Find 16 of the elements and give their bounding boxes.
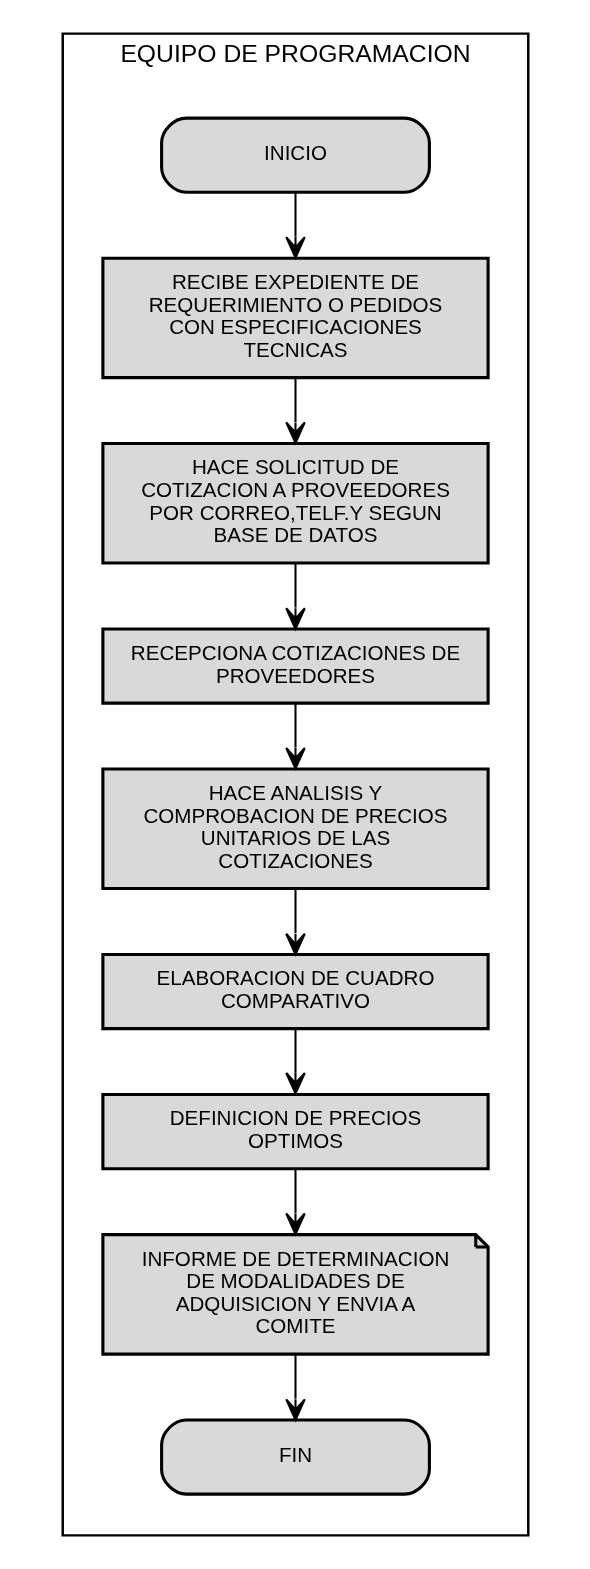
node-box: INICIO [159,116,431,194]
arrow [284,1354,306,1421]
node-box: DEFINICION DE PRECIOS OPTIMOS [100,1093,490,1171]
node-box: HACE ANALISIS Y COMPROBACION DE PRECIOS UNITARIOS DE LAS COTIZACIONES [100,767,490,891]
arrow [284,889,306,956]
node-box: RECIBE EXPEDIENTE DE REQUERIMIENTO O PEDIDOS CON ESPECIFICACIONES TECNICAS [100,256,490,380]
arrow [284,703,306,770]
node-box: RECEPCIONA COTIZACIONES DE PROVEEDORES [100,627,490,705]
node-box: ELABORACION DE CUADRO COMPARATIVO [100,952,490,1031]
node-box: HACE SOLICITUD DE COTIZACION A PROVEEDORES POR CORREO,TELF.Y SEGUN BASE DE DATOS [100,442,490,565]
arrow [284,1168,306,1236]
arrow [284,378,306,444]
arrow [284,1029,306,1095]
arrow [284,563,306,630]
arrow [284,192,306,259]
node-box: FIN [159,1418,431,1496]
